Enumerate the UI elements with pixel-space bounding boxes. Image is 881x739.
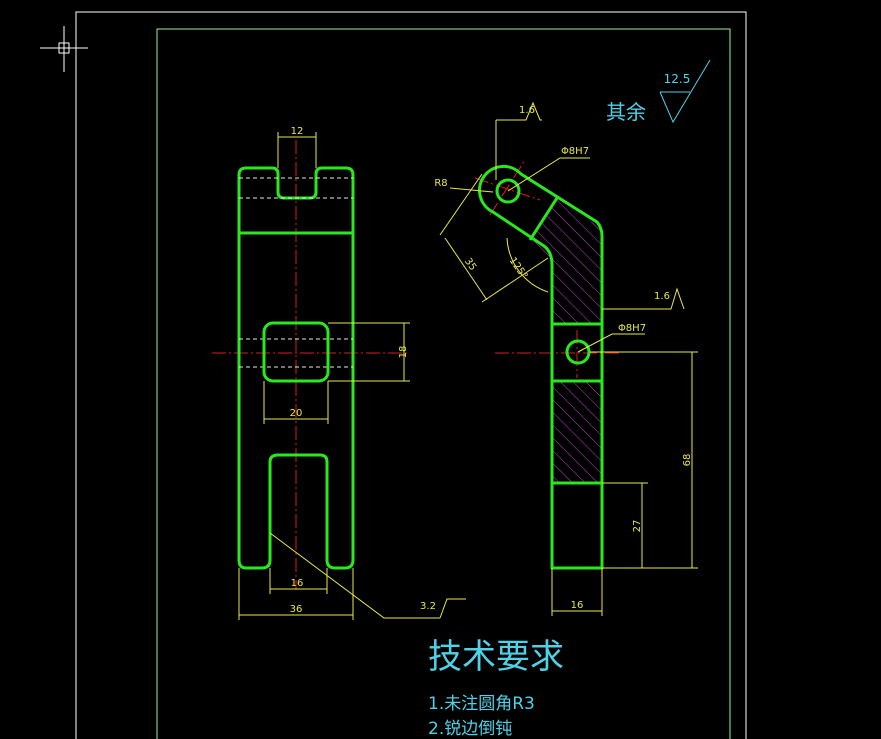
requirement-item: 1.未注圆角R3 — [428, 694, 535, 714]
dim-slot-top-width: 12 — [291, 126, 304, 137]
bore-mid — [565, 339, 591, 365]
dim-window-width: 20 — [290, 408, 303, 419]
crosshair-cursor-icon[interactable] — [40, 26, 88, 72]
angle-arc — [506, 237, 549, 293]
general-roughness: 其余 12.5 — [606, 59, 711, 124]
general-roughness-value: 12.5 — [664, 72, 691, 86]
dim-bore-top: Φ8H7 — [561, 146, 589, 157]
dim-thickness: 16 — [571, 600, 584, 611]
front-window — [262, 321, 330, 383]
leader-line — [507, 157, 590, 192]
requirements-title: 技术要求 — [428, 637, 564, 677]
side-centerline — [474, 177, 541, 201]
roughness-symbol-right — [602, 287, 685, 310]
inner-frame — [156, 28, 731, 739]
dim-height-27: 27 — [632, 520, 643, 533]
roughness-bottom-value: 3.2 — [420, 601, 436, 612]
front-view: 12 18 20 16 36 3.2 — [212, 126, 466, 620]
dim-arm-angle: 125° — [507, 256, 530, 282]
dim-window-height: 18 — [398, 346, 409, 359]
outer-frame — [75, 11, 747, 739]
dim-height-68: 68 — [682, 454, 693, 467]
dimension-line — [444, 237, 488, 301]
roughness-top-value: 1.6 — [519, 105, 535, 116]
dim-arm-length: 35 — [462, 256, 478, 273]
bore-top — [495, 178, 521, 204]
dim-overall-width: 36 — [290, 604, 303, 615]
leader-line — [577, 333, 645, 353]
roughness-symbol-general-icon — [659, 59, 711, 124]
dimension-line — [439, 173, 483, 236]
roughness-right-value: 1.6 — [654, 291, 670, 302]
side-body-outline — [478, 164, 604, 570]
side-view: R8 Φ8H7 1.6 35 125° Φ8H7 1.6 68 27 — [434, 101, 698, 616]
requirement-item: 2.锐边倒钝 — [428, 719, 512, 739]
dim-radius-top: R8 — [434, 178, 447, 189]
dim-slot-bottom-width: 16 — [291, 578, 304, 589]
roughness-symbol-top — [496, 101, 542, 121]
side-section-line — [528, 197, 559, 241]
technical-requirements: 技术要求 1.未注圆角R3 2.锐边倒钝 — [428, 637, 564, 739]
section-hatch-upper — [530, 198, 602, 324]
section-hatch-lower — [552, 381, 602, 483]
dimension-line — [481, 257, 549, 303]
side-centerline — [489, 159, 526, 216]
roughness-leader — [269, 532, 440, 619]
dim-bore-mid: Φ8H7 — [618, 323, 646, 334]
roughness-symbol-bottom — [439, 598, 466, 619]
general-roughness-label: 其余 — [606, 100, 646, 124]
